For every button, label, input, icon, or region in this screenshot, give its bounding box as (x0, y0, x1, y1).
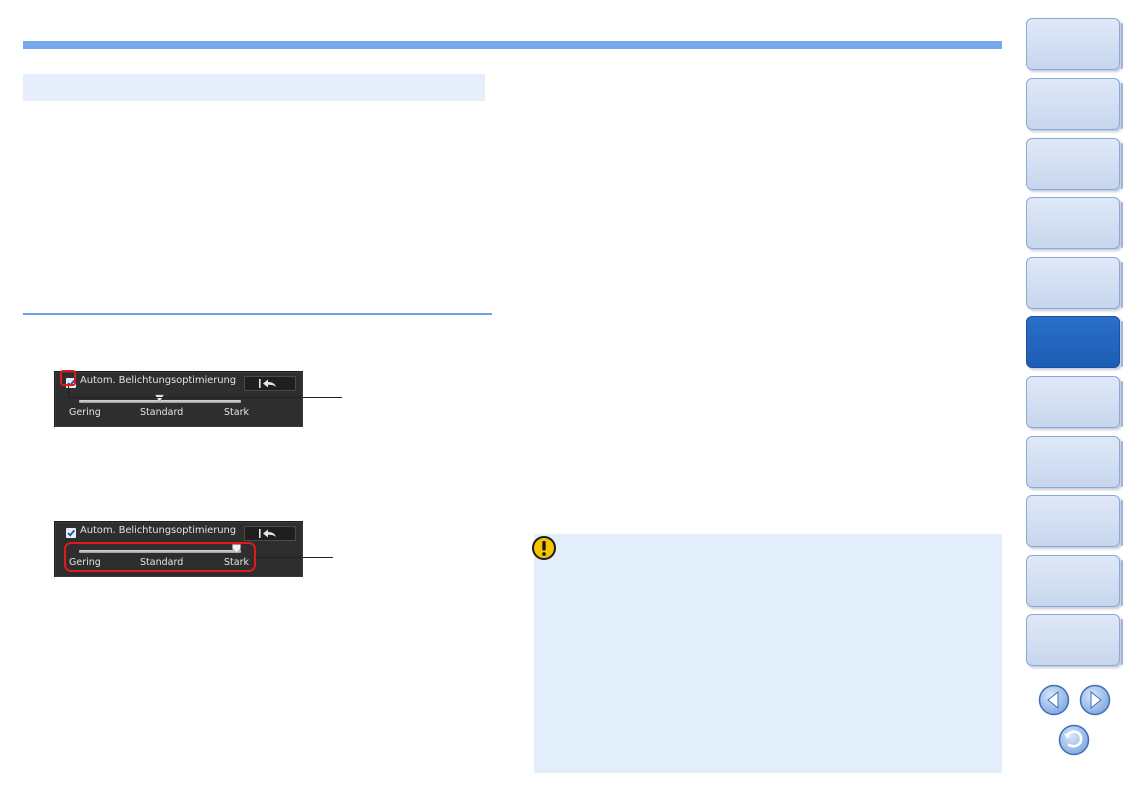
nav-tab-5[interactable] (1026, 257, 1123, 309)
return-icon[interactable] (1058, 724, 1090, 756)
nav-tab-3[interactable] (1026, 138, 1123, 190)
slider-label-standard: Standard (140, 557, 184, 568)
slider-thumb[interactable] (232, 544, 241, 554)
nav-tab-2[interactable] (1026, 78, 1123, 130)
nav-tab-4[interactable] (1026, 197, 1123, 249)
reset-button[interactable] (244, 526, 296, 541)
slider-label-low: Gering (69, 407, 101, 418)
nav-tab-10[interactable] (1026, 555, 1123, 607)
caution-icon (532, 536, 556, 560)
optimizer-slider-track[interactable] (79, 550, 241, 553)
reset-arrow-icon (259, 379, 276, 388)
header-accent-bar (23, 41, 1002, 49)
nav-tab-9[interactable] (1026, 495, 1123, 547)
reset-button[interactable] (244, 376, 296, 391)
slider-label-low: Gering (69, 557, 101, 568)
auto-lighting-checkbox[interactable] (66, 528, 76, 538)
auto-lighting-optimizer-panel-strong: Autom. Belichtungsoptimierung Gering Sta… (54, 521, 303, 577)
callout-line (68, 386, 69, 398)
callout-line (256, 557, 333, 558)
nav-tab-7[interactable] (1026, 376, 1123, 428)
nav-tab-1[interactable] (1026, 18, 1123, 70)
slider-thumb[interactable] (155, 394, 164, 404)
nav-tab-8[interactable] (1026, 436, 1123, 488)
next-page-icon[interactable] (1079, 684, 1111, 716)
checkbox-highlight (60, 370, 76, 386)
callout-line (68, 397, 342, 398)
nav-tab-6-active[interactable] (1026, 316, 1123, 368)
nav-tab-11[interactable] (1026, 614, 1123, 666)
slider-label-strong: Stark (224, 557, 249, 568)
slider-label-standard: Standard (140, 407, 184, 418)
panel-title: Autom. Belichtungsoptimierung (80, 525, 236, 536)
section-heading-box (23, 74, 485, 101)
prev-page-icon[interactable] (1038, 684, 1070, 716)
checkmark-icon (67, 529, 75, 537)
slider-highlight (64, 542, 256, 572)
auto-lighting-optimizer-panel-standard: Autom. Belichtungsoptimierung Gering Sta… (54, 371, 303, 427)
panel-title: Autom. Belichtungsoptimierung (80, 375, 236, 386)
slider-label-strong: Stark (224, 407, 249, 418)
reset-arrow-icon (259, 529, 276, 538)
caution-note-box (534, 534, 1002, 773)
section-divider (23, 313, 492, 315)
